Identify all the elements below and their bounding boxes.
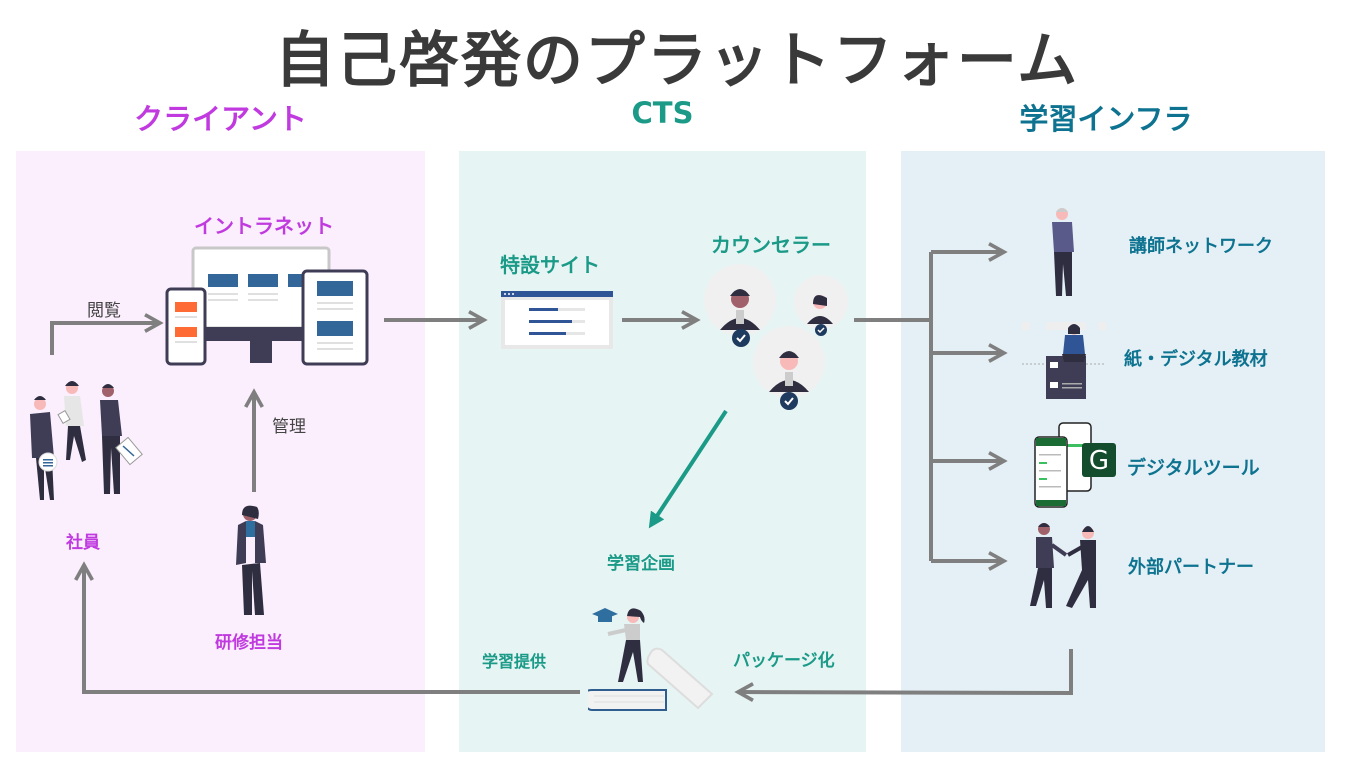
instructor-person-icon — [1052, 208, 1074, 296]
training-manager-person-icon — [236, 505, 266, 615]
cts-heading: CTS — [631, 96, 694, 130]
infra-item-label: 紙・デジタル教材 — [1124, 349, 1268, 370]
materials-icon — [1022, 322, 1106, 399]
app-letter: G — [1089, 446, 1109, 476]
manage-label: 管理 — [272, 417, 306, 437]
packaging-label: パッケージ化 — [733, 651, 835, 671]
intranet-devices-icon — [165, 246, 369, 366]
special-site-window-icon — [501, 291, 613, 349]
counselor-label: カウンセラー — [711, 233, 831, 257]
page-title: 自己啓発のプラットフォーム — [274, 26, 1080, 96]
infra-heading: 学習インフラ — [1019, 102, 1193, 136]
learning-planning-label: 学習企画 — [607, 554, 675, 574]
employees-group-icon — [30, 381, 143, 500]
browse-label: 閲覧 — [87, 301, 121, 321]
digital-tool-app-icon: G — [1034, 422, 1116, 508]
intranet-label: イントラネット — [194, 214, 334, 238]
learner-on-books-icon — [588, 608, 714, 711]
training-manager-label: 研修担当 — [215, 633, 283, 653]
client-heading: クライアント — [134, 102, 307, 136]
infra-item-label: 外部パートナー — [1128, 557, 1254, 578]
infra-item-label: デジタルツール — [1127, 457, 1260, 479]
counselors-avatars-icon — [704, 264, 848, 410]
employees-label: 社員 — [66, 533, 100, 553]
learning-delivery-label: 学習提供 — [482, 652, 547, 671]
infra-item-label: 講師ネットワーク — [1129, 236, 1273, 257]
handshake-icon — [1030, 523, 1096, 608]
special-site-label: 特設サイト — [500, 253, 600, 277]
